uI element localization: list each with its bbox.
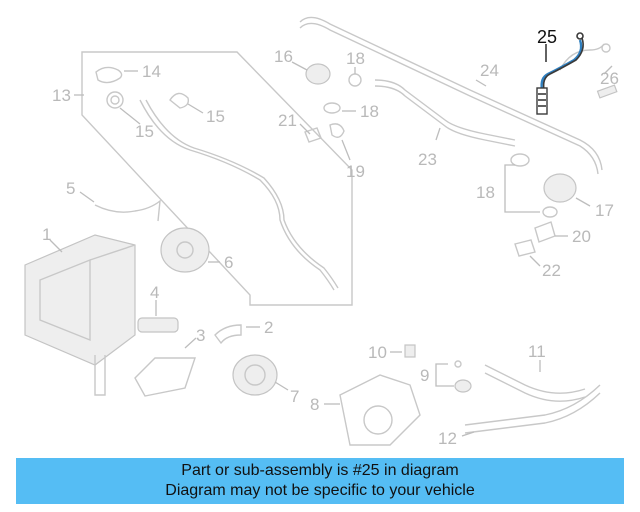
part-11-hose — [484, 360, 586, 402]
callout-21: 21 — [278, 111, 297, 130]
callout-10: 10 — [368, 343, 387, 362]
callout-13: 13 — [52, 86, 71, 105]
banner-line-1: Part or sub-assembly is #25 in diagram — [181, 462, 459, 479]
part-12-hose — [461, 384, 601, 437]
part-14-hose — [95, 66, 138, 84]
part-9-fittings — [435, 360, 472, 393]
callout-3: 3 — [196, 326, 205, 345]
callout-22: 22 — [542, 261, 561, 280]
part-18-gasket-mid — [323, 102, 356, 114]
part-18-group-right — [504, 153, 558, 218]
part-18-gasket-top — [348, 67, 362, 87]
banner-line-2: Diagram may not be specific to your vehi… — [165, 482, 475, 499]
callout-7: 7 — [290, 387, 299, 406]
callout-26: 26 — [600, 69, 619, 88]
part-3-bracket — [134, 337, 197, 397]
callout-25: 25 — [537, 27, 557, 47]
part-24-pipe — [299, 16, 603, 171]
callout-11: 11 — [528, 342, 546, 361]
callout-1: 1 — [42, 225, 51, 244]
part-15-clamp-right — [169, 92, 204, 114]
part-1-canister — [24, 234, 136, 396]
callout-18-mid: 18 — [360, 102, 379, 121]
part-4-valve — [137, 300, 179, 333]
part-5-harness — [79, 191, 161, 222]
part-13-hose — [139, 99, 335, 291]
part-8-bracket — [324, 374, 421, 446]
part-16-valve — [291, 61, 331, 85]
part-15-clamp-left — [106, 91, 141, 125]
callout-8: 8 — [310, 395, 319, 414]
callout-16: 16 — [274, 47, 293, 66]
callout-18-right: 18 — [476, 183, 495, 202]
callout-18-top: 18 — [346, 49, 365, 68]
callout-15-left: 15 — [135, 122, 154, 141]
part-7-air-pump — [232, 354, 289, 396]
part-24-pipe-inner — [299, 22, 599, 175]
part-23-pipe-inner — [374, 85, 516, 147]
part-26-sensor — [559, 43, 618, 99]
callout-17: 17 — [595, 201, 614, 220]
part-19-clip — [329, 123, 351, 161]
part-25-oxygen-sensor[interactable] — [536, 32, 584, 115]
callout-2: 2 — [264, 318, 273, 337]
part-21-bracket — [299, 123, 322, 143]
part-13-hose-inner — [145, 99, 339, 289]
lead-23 — [435, 127, 441, 141]
group-13-outline — [81, 51, 353, 306]
part-17-valve — [543, 173, 591, 207]
callout-6: 6 — [224, 253, 233, 272]
info-banner: Part or sub-assembly is #25 in diagram D… — [16, 458, 624, 504]
part-6-pump — [160, 227, 220, 273]
callout-19: 19 — [346, 162, 365, 181]
lead-24 — [475, 79, 487, 87]
callout-23: 23 — [418, 150, 437, 169]
callout-24: 24 — [480, 61, 499, 80]
callout-5: 5 — [66, 179, 75, 198]
callout-14: 14 — [142, 62, 161, 81]
callout-9: 9 — [420, 366, 429, 385]
part-2-hose — [214, 324, 260, 345]
part-10-bolt — [390, 344, 416, 358]
callout-15-right: 15 — [206, 107, 225, 126]
callout-20: 20 — [572, 227, 591, 246]
callout-4: 4 — [150, 283, 159, 302]
part-22-bracket — [514, 239, 541, 267]
part-23-pipe — [374, 79, 516, 141]
callout-12: 12 — [438, 429, 457, 448]
part-20-bracket — [534, 221, 568, 243]
